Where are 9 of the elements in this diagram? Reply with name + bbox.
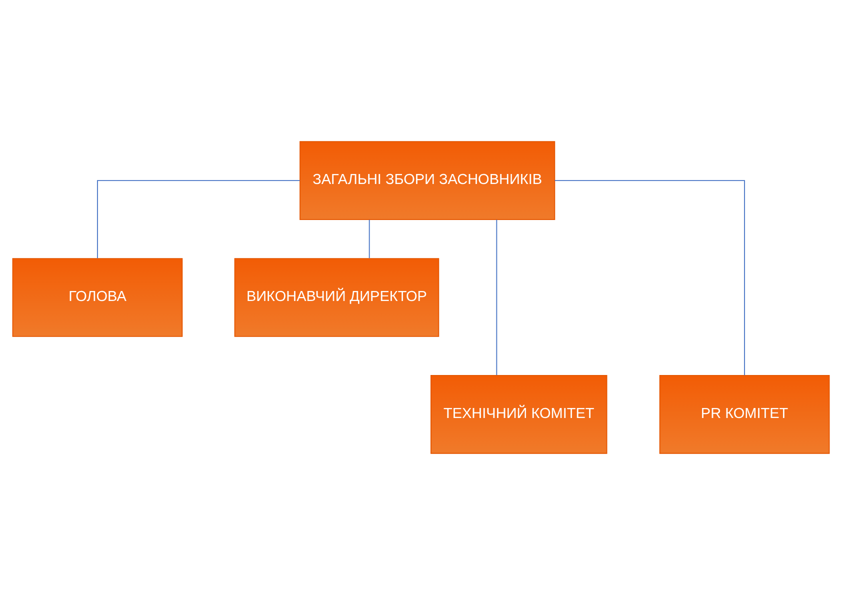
connector xyxy=(368,219,370,259)
connector xyxy=(554,180,745,376)
connector xyxy=(496,219,498,376)
node-box: PR КОМІТЕТ xyxy=(659,374,830,454)
node-box: ТЕХНІЧНИЙ КОМІТЕТ xyxy=(430,374,608,454)
node-box: ВИКОНАВЧИЙ ДИРЕКТОР xyxy=(234,258,440,337)
node-box: ЗАГАЛЬНІ ЗБОРИ ЗАСНОВНИКІВ xyxy=(300,141,556,220)
connector xyxy=(97,180,300,259)
node-box: ГОЛОВА xyxy=(12,258,183,337)
